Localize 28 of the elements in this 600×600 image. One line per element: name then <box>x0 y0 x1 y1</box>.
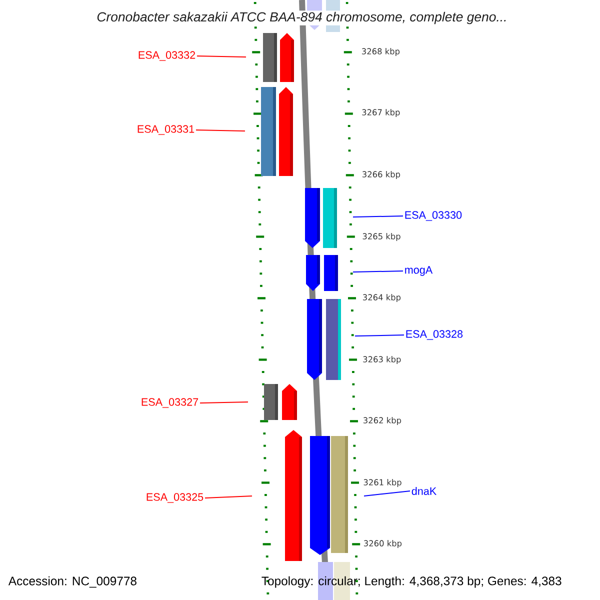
leader-line <box>196 130 246 132</box>
footer-text: Topology: circular; Length: 4,368,373 bp; Genes: 4,383 <box>262 576 562 588</box>
gene-label: ESA_03330 <box>405 211 462 221</box>
leader-line <box>352 270 404 272</box>
scale-label: 3268 kbp <box>362 48 400 56</box>
scale-label: 3266 kbp <box>362 171 400 179</box>
scale-label: 3263 kbp <box>363 356 401 364</box>
gene-label: ESA_03328 <box>406 330 463 340</box>
gene-label: mogA <box>405 266 433 276</box>
scale-label: 3260 kbp <box>364 540 402 548</box>
leader-line <box>354 334 404 336</box>
scale-label: 3265 kbp <box>362 233 400 241</box>
footer-text: Accession: NC_009778 <box>8 576 136 588</box>
leader-line <box>364 490 410 496</box>
leader-line <box>352 216 404 218</box>
scale-label: 3264 kbp <box>363 294 401 302</box>
gene-label: ESA_03331 <box>138 125 194 135</box>
scale-label: 3261 kbp <box>364 479 402 487</box>
gene-label: ESA_03325 <box>146 493 204 503</box>
gene-label: dnaK <box>412 487 436 495</box>
gene-label: ESA_03332 <box>138 51 196 61</box>
scale-label: 3262 kbp <box>364 417 402 425</box>
leader-line <box>204 496 252 498</box>
leader-line <box>200 402 248 404</box>
title: Cronobacter sakazakii ATCC BAA-894 chromosome, complete geno... <box>96 10 508 26</box>
scale-label: 3267 kbp <box>362 109 400 117</box>
leader-line <box>196 56 246 58</box>
gene-label: ESA_03327 <box>142 398 198 408</box>
